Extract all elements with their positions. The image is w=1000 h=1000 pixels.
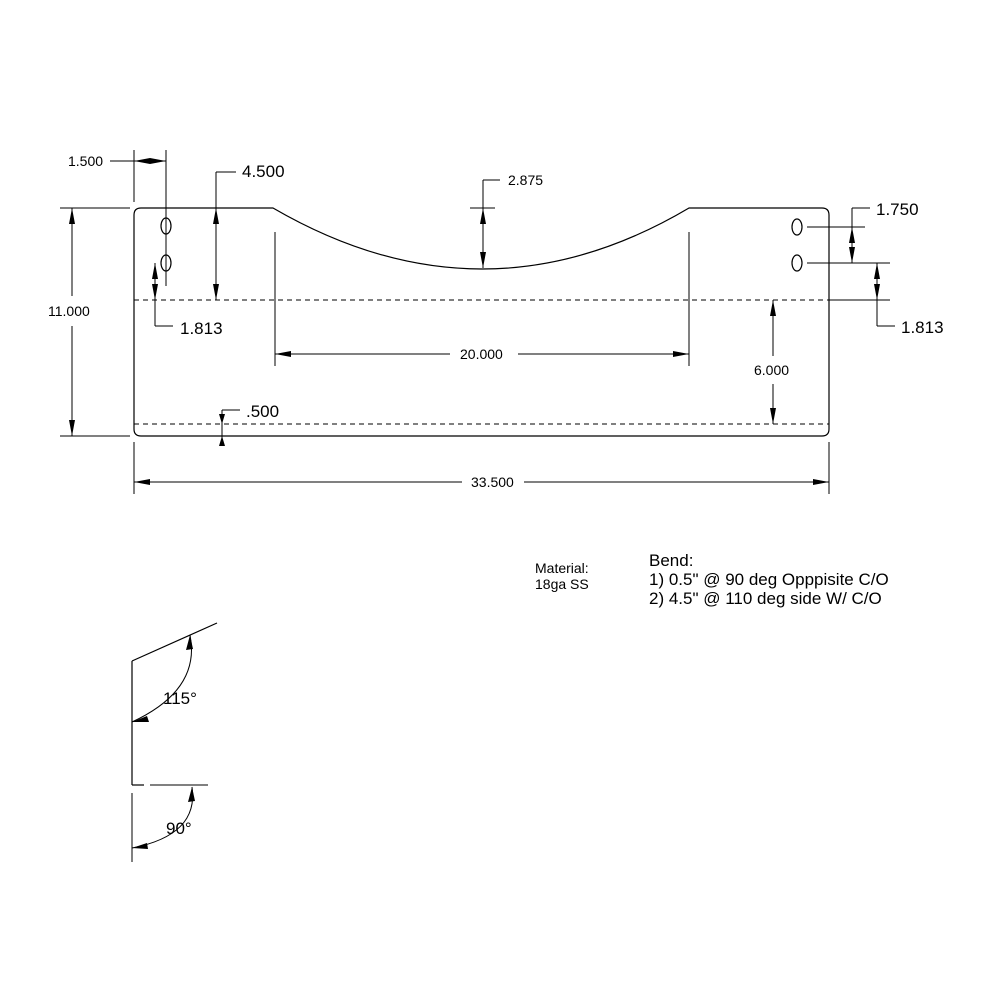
bend-note: Bend: 1) 0.5" @ 90 deg Opppisite C/O 2) …	[649, 551, 889, 608]
material-note: Material: 18ga SS	[535, 560, 589, 592]
dim-slot-spacing-right: 1.750	[807, 200, 919, 264]
dim-label-6000: 6.000	[754, 362, 789, 378]
angle-label-90: 90°	[166, 819, 192, 838]
dim-label-1813-left: 1.813	[180, 319, 223, 338]
dim-overall-width: 33.500	[133, 442, 830, 494]
slot-right-top	[791, 218, 803, 236]
dim-bend-height: 6.000	[754, 300, 789, 424]
dim-slot-to-bend-left: 1.813	[152, 263, 223, 338]
dim-slot-depth: 4.500	[213, 162, 285, 300]
dim-label-1813-right: 1.813	[901, 318, 944, 337]
dim-cutout-depth: 2.875	[470, 172, 543, 268]
dim-label-20000: 20.000	[460, 346, 503, 362]
dim-label-1750: 1.750	[876, 200, 919, 219]
bend-line-1: 1) 0.5" @ 90 deg Opppisite C/O	[649, 570, 889, 589]
dim-hem: .500	[219, 402, 279, 446]
bend-line-2: 2) 4.5" @ 110 deg side W/ C/O	[649, 589, 882, 608]
dim-label-500: .500	[246, 402, 279, 421]
dim-label-4500: 4.500	[242, 162, 285, 181]
dim-label-11000: 11.000	[48, 303, 90, 319]
dim-label-33500: 33.500	[471, 474, 514, 490]
material-label: Material:	[535, 560, 589, 576]
dim-label-2875: 2.875	[508, 172, 543, 188]
angle-label-115: 115°	[163, 689, 197, 708]
dim-overall-height: 11.000	[48, 207, 130, 437]
slot-right-bottom	[791, 254, 803, 272]
dim-slot-to-bend-right: 1.813	[829, 263, 944, 337]
part-outline	[133, 207, 830, 437]
dim-cutout-width: 20.000	[274, 232, 690, 366]
bend-title: Bend:	[649, 551, 694, 570]
dim-label-1500: 1.500	[68, 153, 103, 169]
material-value: 18ga SS	[535, 576, 589, 592]
side-profile: 115° 90°	[131, 622, 218, 862]
dim-hole-offset: 1.500	[68, 150, 167, 286]
